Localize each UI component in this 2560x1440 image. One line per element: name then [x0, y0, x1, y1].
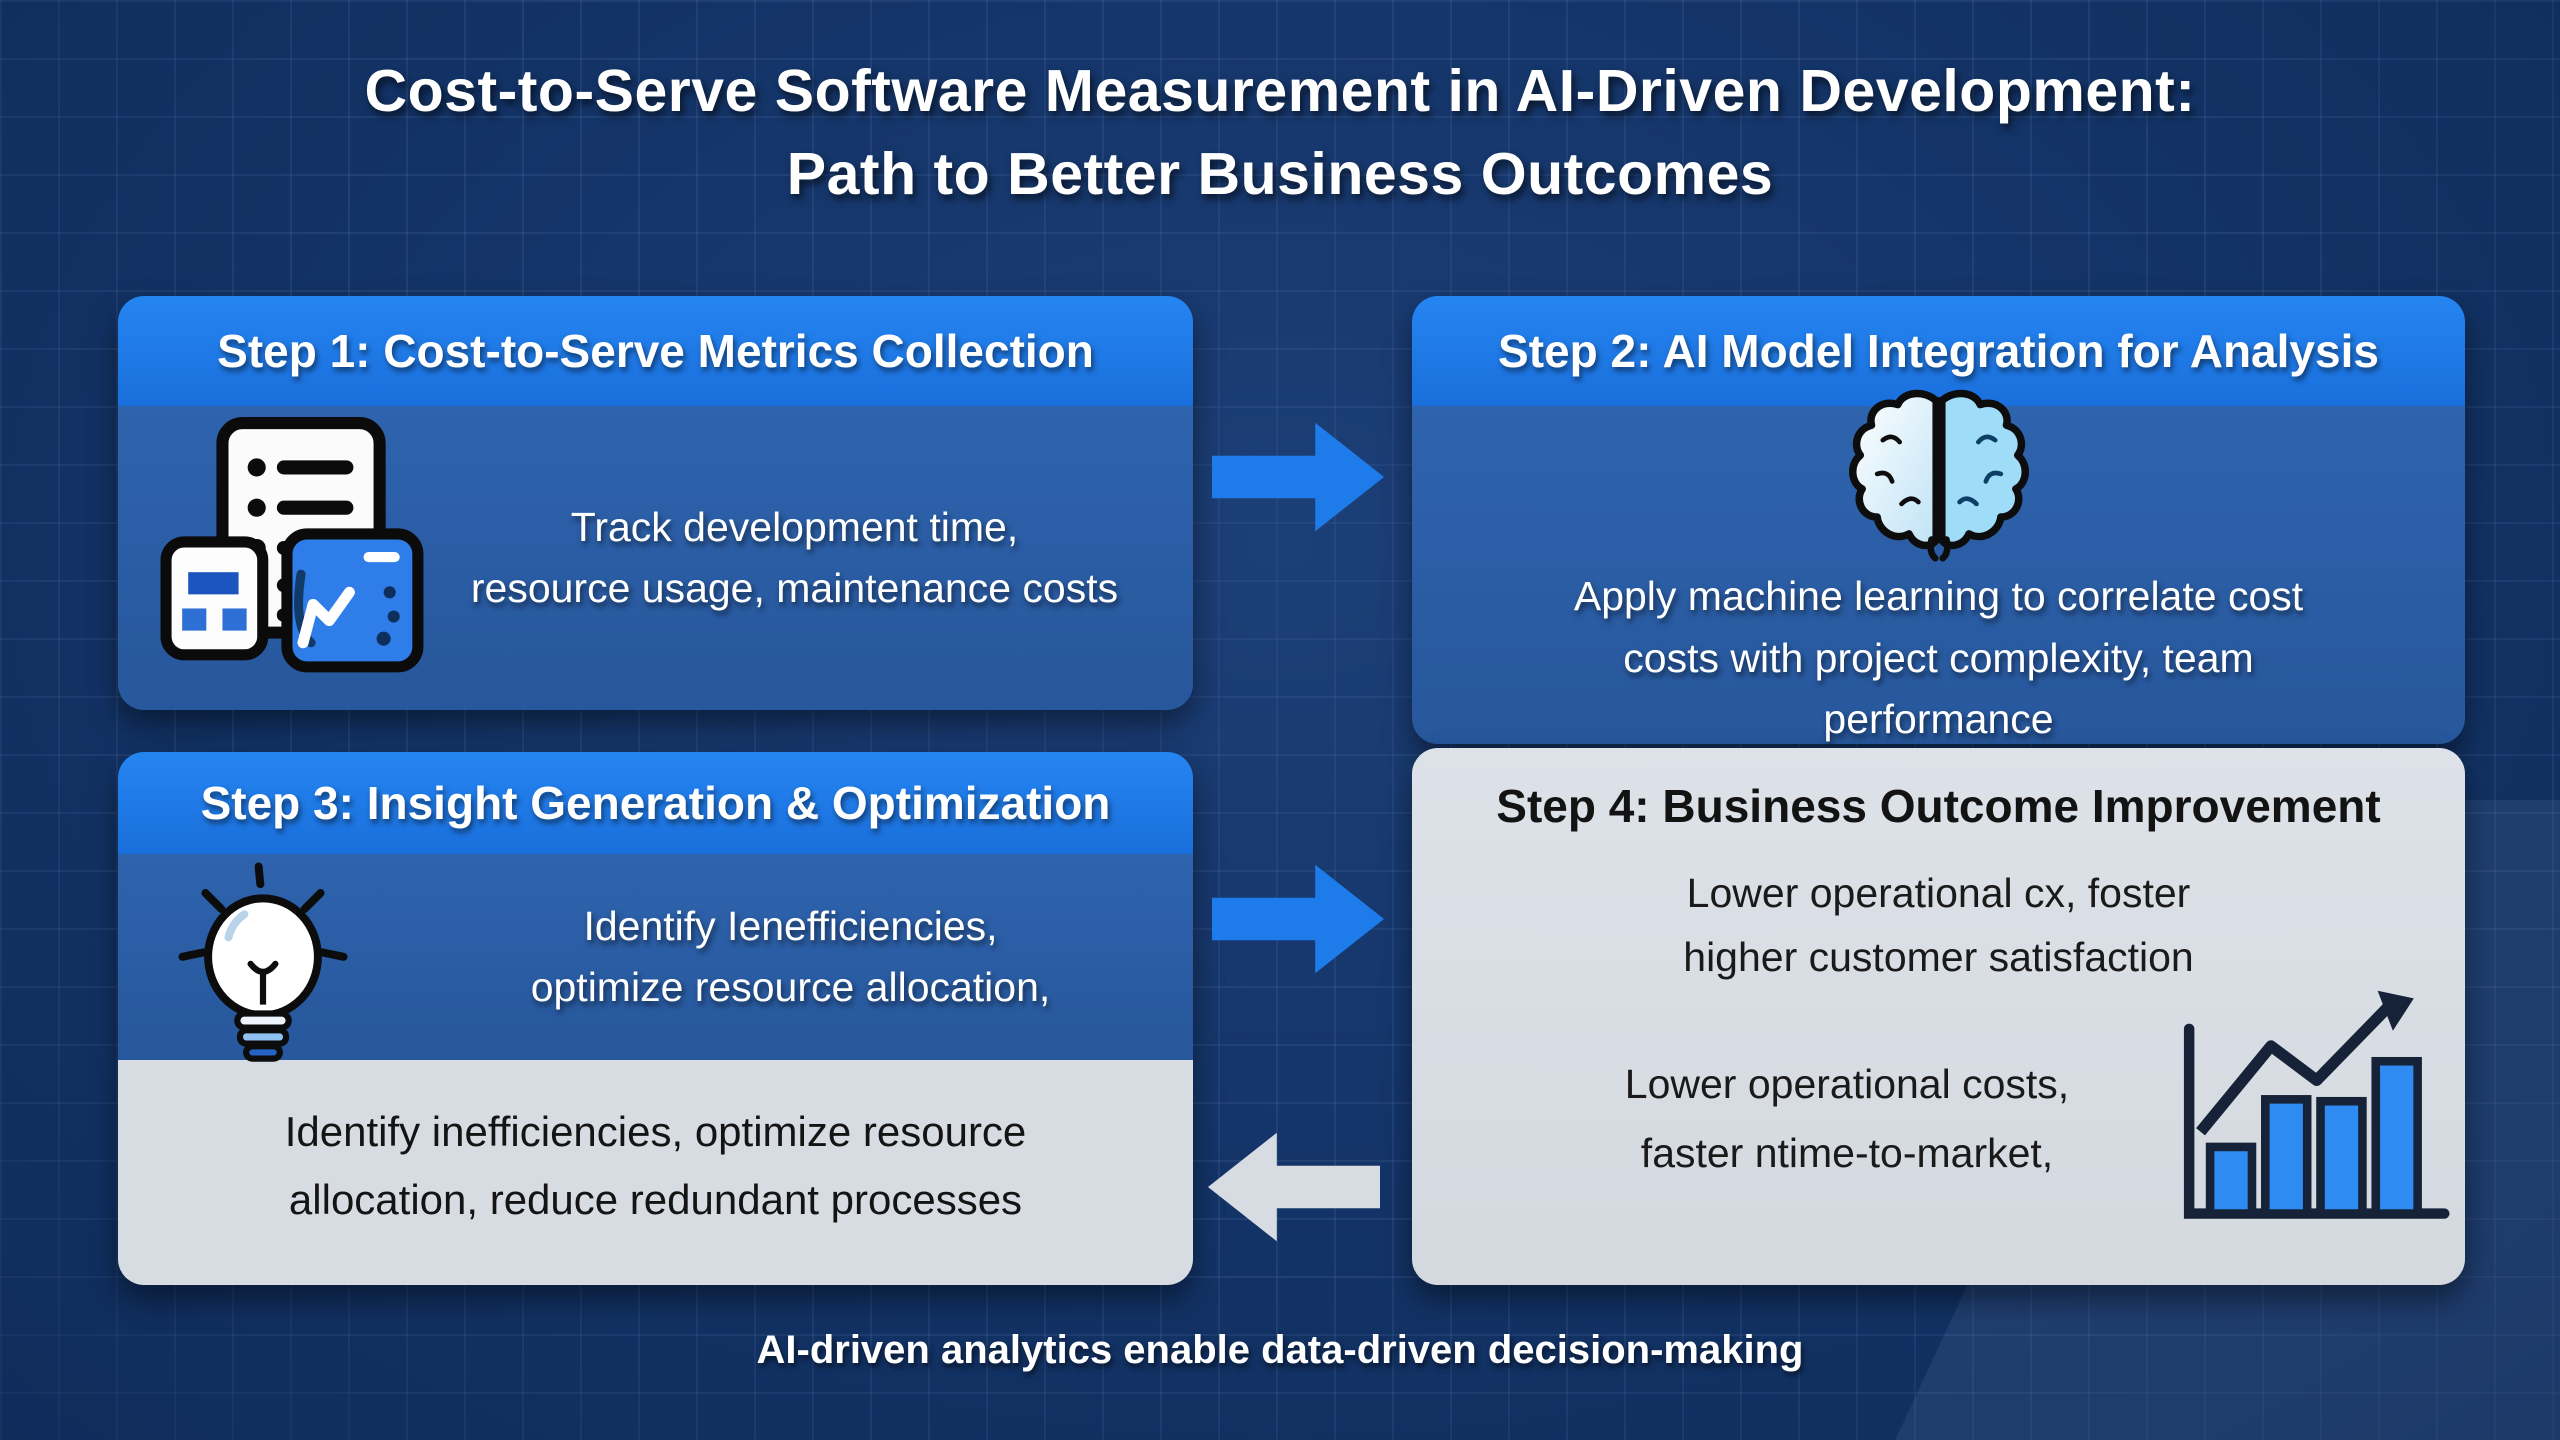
- step3-body: Identify Ienefficiencies, optimize resou…: [118, 854, 1193, 1062]
- step4-secondary-text: Lower operational costs, faster ntime-to…: [1624, 1061, 2070, 1177]
- step1-description: Track development time, resource usage, …: [470, 503, 1119, 612]
- step1-header-label: Step 1: Cost-to-Serve Metrics Collection: [217, 325, 1094, 377]
- step4-description: Lower operational cx, foster higher cust…: [1683, 870, 2194, 980]
- arrow-step1-to-step2-icon: [1212, 422, 1384, 532]
- step1-body: Track development time, resource usage, …: [118, 406, 1193, 710]
- step3-description: Identify Ienefficiencies, optimize resou…: [530, 902, 1051, 1011]
- page-title: Cost-to-Serve Software Measurement in AI…: [364, 58, 2196, 207]
- step3-secondary-panel: Identify inefficiencies, optimize resour…: [118, 1060, 1193, 1285]
- arrow-step4-to-step3-icon: [1208, 1132, 1380, 1242]
- brain-icon: [1844, 384, 2034, 562]
- step3-secondary-text: Identify inefficiencies, optimize resour…: [284, 1108, 1027, 1223]
- step3-header: Step 3: Insight Generation & Optimizatio…: [118, 752, 1193, 854]
- step2-header: Step 2: AI Model Integration for Analysi…: [1412, 296, 2465, 406]
- step3-header-label: Step 3: Insight Generation & Optimizatio…: [200, 777, 1111, 829]
- step1-header: Step 1: Cost-to-Serve Metrics Collection: [118, 296, 1193, 406]
- step2-description: Apply machine learning to correlate cost…: [1573, 573, 2304, 742]
- step1-card: Step 1: Cost-to-Serve Metrics Collection: [118, 296, 1193, 710]
- bar-chart-growth-icon: [2168, 987, 2454, 1225]
- step4-header-label: Step 4: Business Outcome Improvement: [1496, 780, 2381, 832]
- step4-card: Step 4: Business Outcome Improvement Low…: [1412, 748, 2465, 1285]
- step4-secondary-row: Lower operational costs, faster ntime-to…: [1412, 990, 2465, 1225]
- lightbulb-icon: [170, 852, 356, 1074]
- step3-card: Step 3: Insight Generation & Optimizatio…: [118, 752, 1193, 1285]
- arrow-step3-to-step4-icon: [1212, 864, 1384, 974]
- step2-card: Step 2: AI Model Integration for Analysi…: [1412, 296, 2465, 744]
- step2-body: Apply machine learning to correlate cost…: [1412, 389, 2465, 744]
- footer-caption: AI-driven analytics enable data-driven d…: [756, 1328, 1804, 1372]
- metrics-documents-icon: [160, 415, 432, 677]
- step2-header-label: Step 2: AI Model Integration for Analysi…: [1498, 325, 2379, 377]
